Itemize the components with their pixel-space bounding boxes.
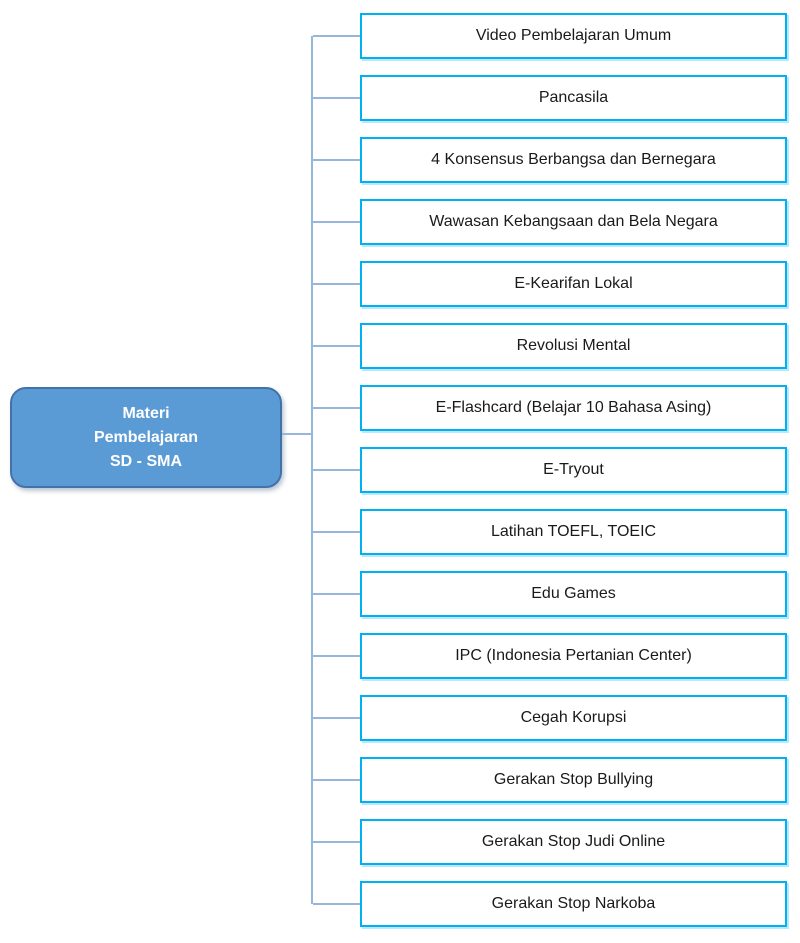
branch-connector-line bbox=[312, 903, 360, 905]
branch-connector-line bbox=[312, 159, 360, 161]
item-box-12: Cegah Korupsi bbox=[312, 695, 787, 741]
branch-connector-line bbox=[312, 655, 360, 657]
branch-connector-line bbox=[312, 407, 360, 409]
branch-connector-line bbox=[312, 531, 360, 533]
item-label: Gerakan Stop Narkoba bbox=[491, 895, 656, 912]
item-label: Edu Games bbox=[531, 585, 616, 602]
branch-connector-line bbox=[312, 779, 360, 781]
branch-connector-line bbox=[312, 283, 360, 285]
branch-connector-line bbox=[312, 717, 360, 719]
item-box-14: Gerakan Stop Judi Online bbox=[312, 819, 787, 865]
branch-connector-line bbox=[312, 345, 360, 347]
branch-connector-line bbox=[312, 593, 360, 595]
root-node-label: Materi Pembelajaran SD - SMA bbox=[93, 404, 199, 470]
item-box-2: Pancasila bbox=[312, 75, 787, 121]
item-label: Video Pembelajaran Umum bbox=[475, 27, 672, 44]
item-box-4: Wawasan Kebangsaan dan Bela Negara bbox=[312, 199, 787, 245]
item-box-1: Video Pembelajaran Umum bbox=[312, 13, 787, 59]
branch-connector-line bbox=[312, 35, 360, 37]
item-box-7: E-Flashcard (Belajar 10 Bahasa Asing) bbox=[312, 385, 787, 431]
branch-connector-line bbox=[312, 469, 360, 471]
item-label: Pancasila bbox=[538, 89, 609, 106]
item-box-10: Edu Games bbox=[312, 571, 787, 617]
item-label: Revolusi Mental bbox=[516, 337, 631, 354]
item-label: E-Kearifan Lokal bbox=[514, 275, 633, 292]
item-box-5: E-Kearifan Lokal bbox=[312, 261, 787, 307]
item-box-6: Revolusi Mental bbox=[312, 323, 787, 369]
item-box-9: Latihan TOEFL, TOEIC bbox=[312, 509, 787, 555]
item-label: IPC (Indonesia Pertanian Center) bbox=[455, 647, 692, 664]
item-label: Latihan TOEFL, TOEIC bbox=[490, 523, 657, 540]
item-box-15: Gerakan Stop Narkoba bbox=[312, 881, 787, 927]
trunk-connector-line bbox=[311, 36, 313, 904]
item-label: 4 Konsensus Berbangsa dan Bernegara bbox=[431, 151, 716, 168]
item-box-13: Gerakan Stop Bullying bbox=[312, 757, 787, 803]
root-connector-line bbox=[282, 433, 313, 435]
item-label: Gerakan Stop Judi Online bbox=[481, 833, 666, 850]
branch-connector-line bbox=[312, 221, 360, 223]
item-label: Cegah Korupsi bbox=[520, 709, 627, 726]
root-node: Materi Pembelajaran SD - SMA bbox=[10, 387, 282, 488]
branch-connector-line bbox=[312, 841, 360, 843]
branch-connector-line bbox=[312, 97, 360, 99]
item-box-3: 4 Konsensus Berbangsa dan Bernegara bbox=[312, 137, 787, 183]
item-label: Gerakan Stop Bullying bbox=[493, 771, 654, 788]
item-label: E-Tryout bbox=[543, 461, 604, 478]
item-label: E-Flashcard (Belajar 10 Bahasa Asing) bbox=[435, 399, 712, 416]
item-box-11: IPC (Indonesia Pertanian Center) bbox=[312, 633, 787, 679]
item-label: Wawasan Kebangsaan dan Bela Negara bbox=[429, 213, 718, 230]
item-box-8: E-Tryout bbox=[312, 447, 787, 493]
